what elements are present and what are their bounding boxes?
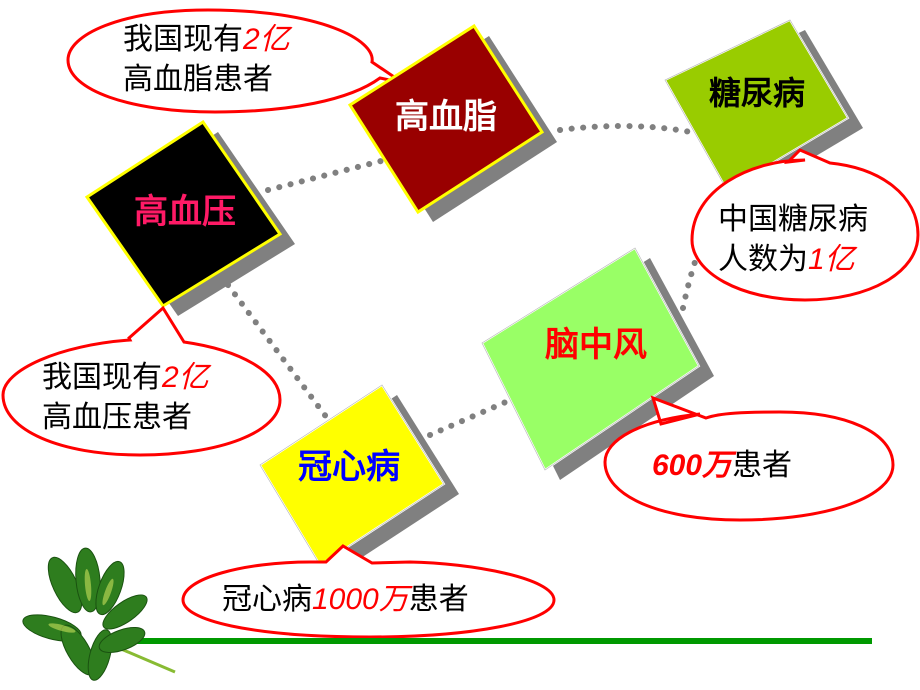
callout-stroke: 600万患者	[652, 446, 792, 486]
callout-diabetes-highlight: 1亿	[808, 243, 855, 276]
box-stroke-outline	[481, 247, 700, 471]
footer-rule	[130, 638, 872, 644]
callout-hyperlipidemia-highlight: 2亿	[243, 23, 290, 56]
callout-coronary-shape	[181, 544, 556, 639]
callout-hypertension-prefix: 我国现有	[42, 360, 162, 395]
callout-coronary: 冠心病1000万患者	[222, 580, 469, 620]
connector-coronary-stroke	[427, 395, 518, 438]
callout-hypertension: 我国现有2亿 高血压患者	[42, 358, 209, 438]
box-diabetes-label: 糖尿病	[708, 74, 806, 112]
box-coronary-label: 冠心病	[298, 447, 400, 487]
callout-stroke-shape	[603, 395, 895, 522]
connector-hypertension-hyperlipidemia	[265, 157, 388, 193]
callout-stroke-highlight: 600万	[652, 449, 733, 482]
callout-hyperlipidemia: 我国现有2亿 高血脂患者	[123, 20, 290, 100]
box-hypertension-label: 高血压	[134, 192, 236, 232]
box-stroke-label: 脑中风	[545, 325, 647, 365]
callout-hypertension-highlight: 2亿	[162, 361, 209, 394]
box-hyperlipidemia-shape	[347, 23, 545, 215]
callout-diabetes-prefix: 人数为	[718, 242, 808, 277]
callout-coronary-suffix: 患者	[408, 582, 469, 617]
callout-diabetes: 中国糖尿病 人数为1亿	[718, 200, 868, 280]
callout-hyperlipidemia-shape	[66, 8, 404, 114]
callout-hyperlipidemia-prefix: 我国现有	[123, 22, 243, 57]
callout-hyperlipidemia-line2: 高血脂患者	[123, 62, 273, 97]
callout-diabetes-line1: 中国糖尿病	[718, 202, 868, 237]
callout-coronary-prefix: 冠心病	[222, 582, 312, 617]
callout-hypertension-shape	[1, 305, 282, 457]
connector-hyperlipidemia-diabetes	[557, 123, 708, 138]
leaf-icon	[22, 547, 176, 681]
box-hyperlipidemia-label: 高血脂	[395, 97, 497, 137]
callout-coronary-highlight: 1000万	[312, 583, 409, 616]
callout-diabetes-shape	[690, 148, 920, 302]
callout-stroke-suffix: 患者	[732, 448, 793, 483]
callout-hypertension-line2: 高血压患者	[42, 400, 192, 435]
